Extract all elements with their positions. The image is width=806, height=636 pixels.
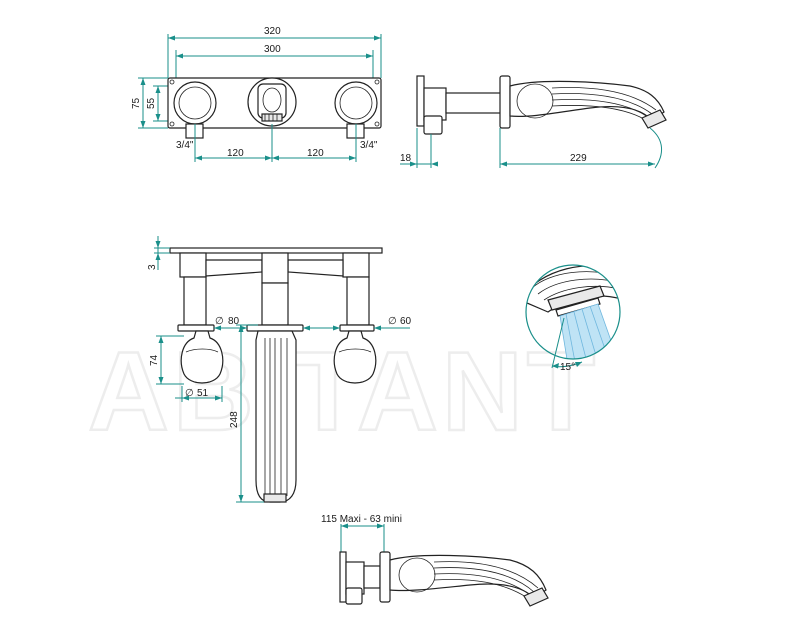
dim-plate-height-inner: 55 bbox=[146, 97, 157, 109]
side-view-spout: 18 229 bbox=[400, 75, 667, 169]
side-view-installed: 115 Maxi - 63 mini bbox=[321, 514, 549, 607]
dim-plate-thickness: 3 bbox=[147, 264, 158, 270]
diameter-symbol-left: ∅ bbox=[215, 316, 224, 327]
dim-handle-height: 74 bbox=[149, 354, 160, 366]
dim-plate-height: 75 bbox=[131, 97, 142, 109]
front-view-assembly: 3 ∅ 80 bbox=[147, 236, 412, 503]
dim-spacing-right: 120 bbox=[307, 148, 324, 159]
dim-spacing-left: 120 bbox=[227, 148, 244, 159]
dim-adjustment-range: 115 Maxi - 63 mini bbox=[321, 514, 402, 525]
diameter-symbol-right: ∅ bbox=[388, 316, 397, 327]
dim-spray-angle: 15° bbox=[560, 362, 575, 373]
dim-wall-depth: 18 bbox=[400, 153, 412, 164]
dim-plate-inner: 300 bbox=[264, 44, 281, 55]
diameter-symbol-handle: ∅ bbox=[185, 388, 194, 399]
front-view-plate: 320 300 75 55 bbox=[131, 26, 382, 162]
dim-rosette-right: 60 bbox=[400, 316, 412, 327]
dim-spout-drop: 248 bbox=[229, 411, 240, 428]
detail-aerator: 15° bbox=[525, 264, 621, 373]
dim-spout-length: 229 bbox=[570, 153, 587, 164]
thread-label-right: 3/4" bbox=[360, 140, 378, 151]
thread-label-left: 3/4" bbox=[176, 140, 194, 151]
dim-rosette-left: 80 bbox=[228, 316, 240, 327]
dim-plate-width: 320 bbox=[264, 26, 281, 37]
dim-handle-diameter: 51 bbox=[197, 388, 209, 399]
